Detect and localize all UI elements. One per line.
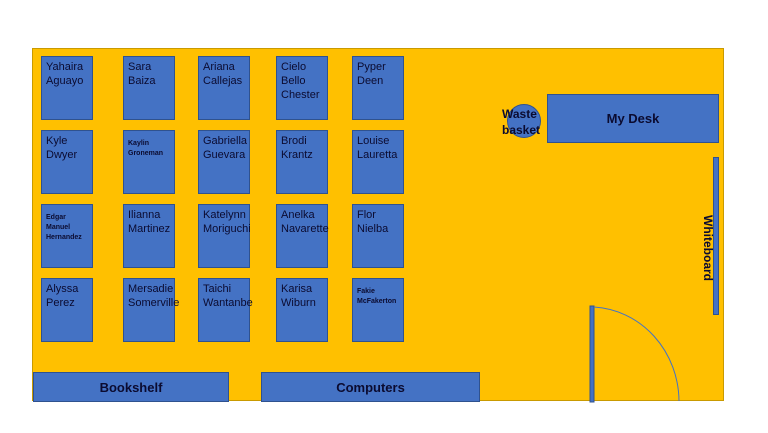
- student-name-line: Pyper: [357, 61, 386, 73]
- student-name-line: Katelynn: [203, 209, 246, 221]
- student-name-line: Moriguchi: [203, 223, 251, 235]
- bookshelf: Bookshelf: [33, 372, 229, 402]
- whiteboard-label: Whiteboard: [701, 215, 715, 281]
- student-name-line: Wantanbe: [203, 297, 253, 309]
- student-name-line: McFakerton: [357, 298, 397, 305]
- student-name-line: Brodi: [281, 135, 307, 147]
- student-name-line: Kaylin: [128, 140, 150, 147]
- student-name-line: Guevara: [203, 149, 246, 161]
- student-name-line: Gabriella: [203, 135, 248, 147]
- student-name-line: Karisa: [281, 283, 313, 295]
- student-name-line: Baiza: [128, 75, 156, 87]
- student-name-line: Mersadie: [128, 283, 174, 295]
- student-name-line: Nielba: [357, 223, 389, 235]
- student-name-line: Anelka: [281, 209, 315, 221]
- bookshelf-label: Bookshelf: [99, 379, 163, 395]
- student-name-line: Deen: [357, 75, 384, 87]
- student-name-line: Hernandez: [46, 234, 82, 241]
- student-name-line: Groneman: [128, 150, 164, 157]
- whiteboard: [713, 157, 719, 315]
- student-name-line: Chester: [281, 89, 320, 101]
- student-name-line: Flor: [357, 209, 376, 221]
- student-name-line: Sara: [128, 61, 152, 73]
- student-name-line: Taichi: [203, 283, 232, 295]
- student-name-line: Ilianna: [128, 209, 161, 221]
- student-name-line: Yahaira: [46, 61, 84, 73]
- computers: Computers: [261, 372, 480, 402]
- student-name-line: Krantz: [281, 149, 313, 161]
- computers-label: Computers: [336, 379, 405, 395]
- student-name-line: Dwyer: [46, 149, 78, 161]
- door-arc: [593, 306, 680, 402]
- student-name-line: Manuel: [46, 224, 71, 231]
- student-name-line: Aguayo: [46, 75, 84, 87]
- teacher-desk-label: My Desk: [606, 111, 660, 126]
- student-name-line: Navarette: [281, 223, 329, 235]
- student-name-line: Edgar: [46, 214, 66, 221]
- student-name-line: Louise: [357, 135, 390, 147]
- student-name-line: Cielo: [281, 61, 307, 73]
- waste-basket-label: Waste basket: [502, 107, 541, 137]
- waste-basket: [507, 104, 541, 138]
- student-name-line: Martinez: [128, 223, 171, 235]
- student-name-line: Ariana: [203, 61, 235, 73]
- student-name-line: Lauretta: [357, 149, 398, 161]
- student-name-line: Wiburn: [281, 297, 316, 309]
- student-name-line: Somerville: [128, 297, 180, 309]
- teacher-desk: My Desk: [547, 94, 719, 143]
- student-name-line: Bello: [281, 75, 306, 87]
- student-name-line: Alyssa: [46, 283, 79, 295]
- student-name-line: Perez: [46, 297, 75, 309]
- student-name-line: Kyle: [46, 135, 68, 147]
- door-swing: [589, 305, 680, 403]
- student-name-line: Fakie: [357, 288, 375, 295]
- student-name-line: Callejas: [203, 75, 243, 87]
- door: [589, 305, 595, 403]
